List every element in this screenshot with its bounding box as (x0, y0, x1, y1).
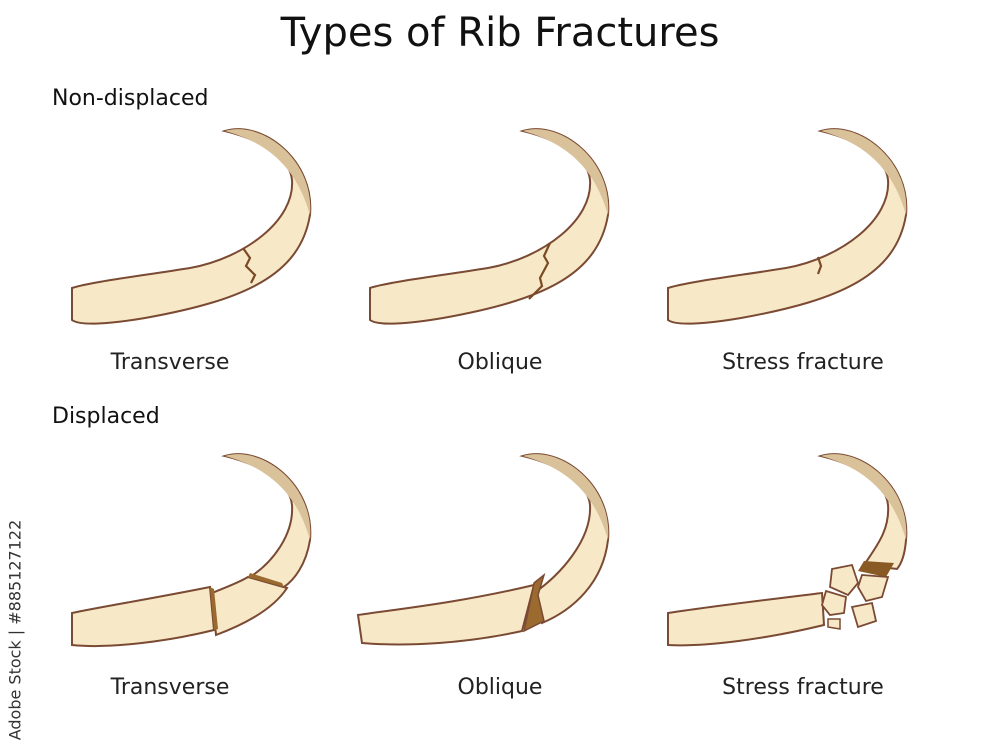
rib-non-displaced-stress (667, 128, 908, 325)
page-title: Types of Rib Fractures (280, 10, 720, 56)
caption-displaced-stress: Stress fracture (722, 675, 884, 700)
rib-lower-fragment (356, 583, 536, 646)
caption-displaced-transverse: Transverse (110, 675, 230, 700)
rib-lower-fragment (667, 591, 826, 647)
bone-fragment (850, 601, 878, 629)
fracture-gap (248, 573, 284, 587)
watermark-text: Adobe Stock | #885127122 (5, 519, 25, 741)
crack-line (242, 247, 257, 284)
bone-fragment (821, 589, 847, 616)
bone-fragment (858, 561, 894, 577)
rib-lower-fragment (71, 585, 216, 648)
crack-line (816, 256, 823, 275)
caption-non-displaced-oblique: Oblique (457, 350, 543, 375)
rib-displaced-oblique (356, 453, 610, 646)
rib-displaced-stress (667, 453, 908, 647)
fracture-gap (522, 572, 546, 633)
crack-line (528, 242, 551, 300)
rib-non-displaced-oblique (369, 128, 610, 325)
rib-middle-fragment (210, 575, 289, 637)
caption-non-displaced-stress: Stress fracture (722, 350, 884, 375)
bone-fragment (857, 574, 890, 603)
bone-fragment (829, 563, 860, 597)
caption-non-displaced-transverse: Transverse (110, 350, 230, 375)
stock-watermark: Adobe Stock | #885127122 (4, 519, 26, 741)
section-label-displaced: Displaced (52, 404, 160, 429)
rib-non-displaced-transverse (71, 128, 312, 325)
bone-fragment (827, 618, 841, 630)
rib-displaced-transverse (71, 453, 312, 648)
section-label-non-displaced: Non-displaced (52, 86, 209, 111)
fracture-gap (210, 587, 218, 630)
caption-displaced-oblique: Oblique (457, 675, 543, 700)
